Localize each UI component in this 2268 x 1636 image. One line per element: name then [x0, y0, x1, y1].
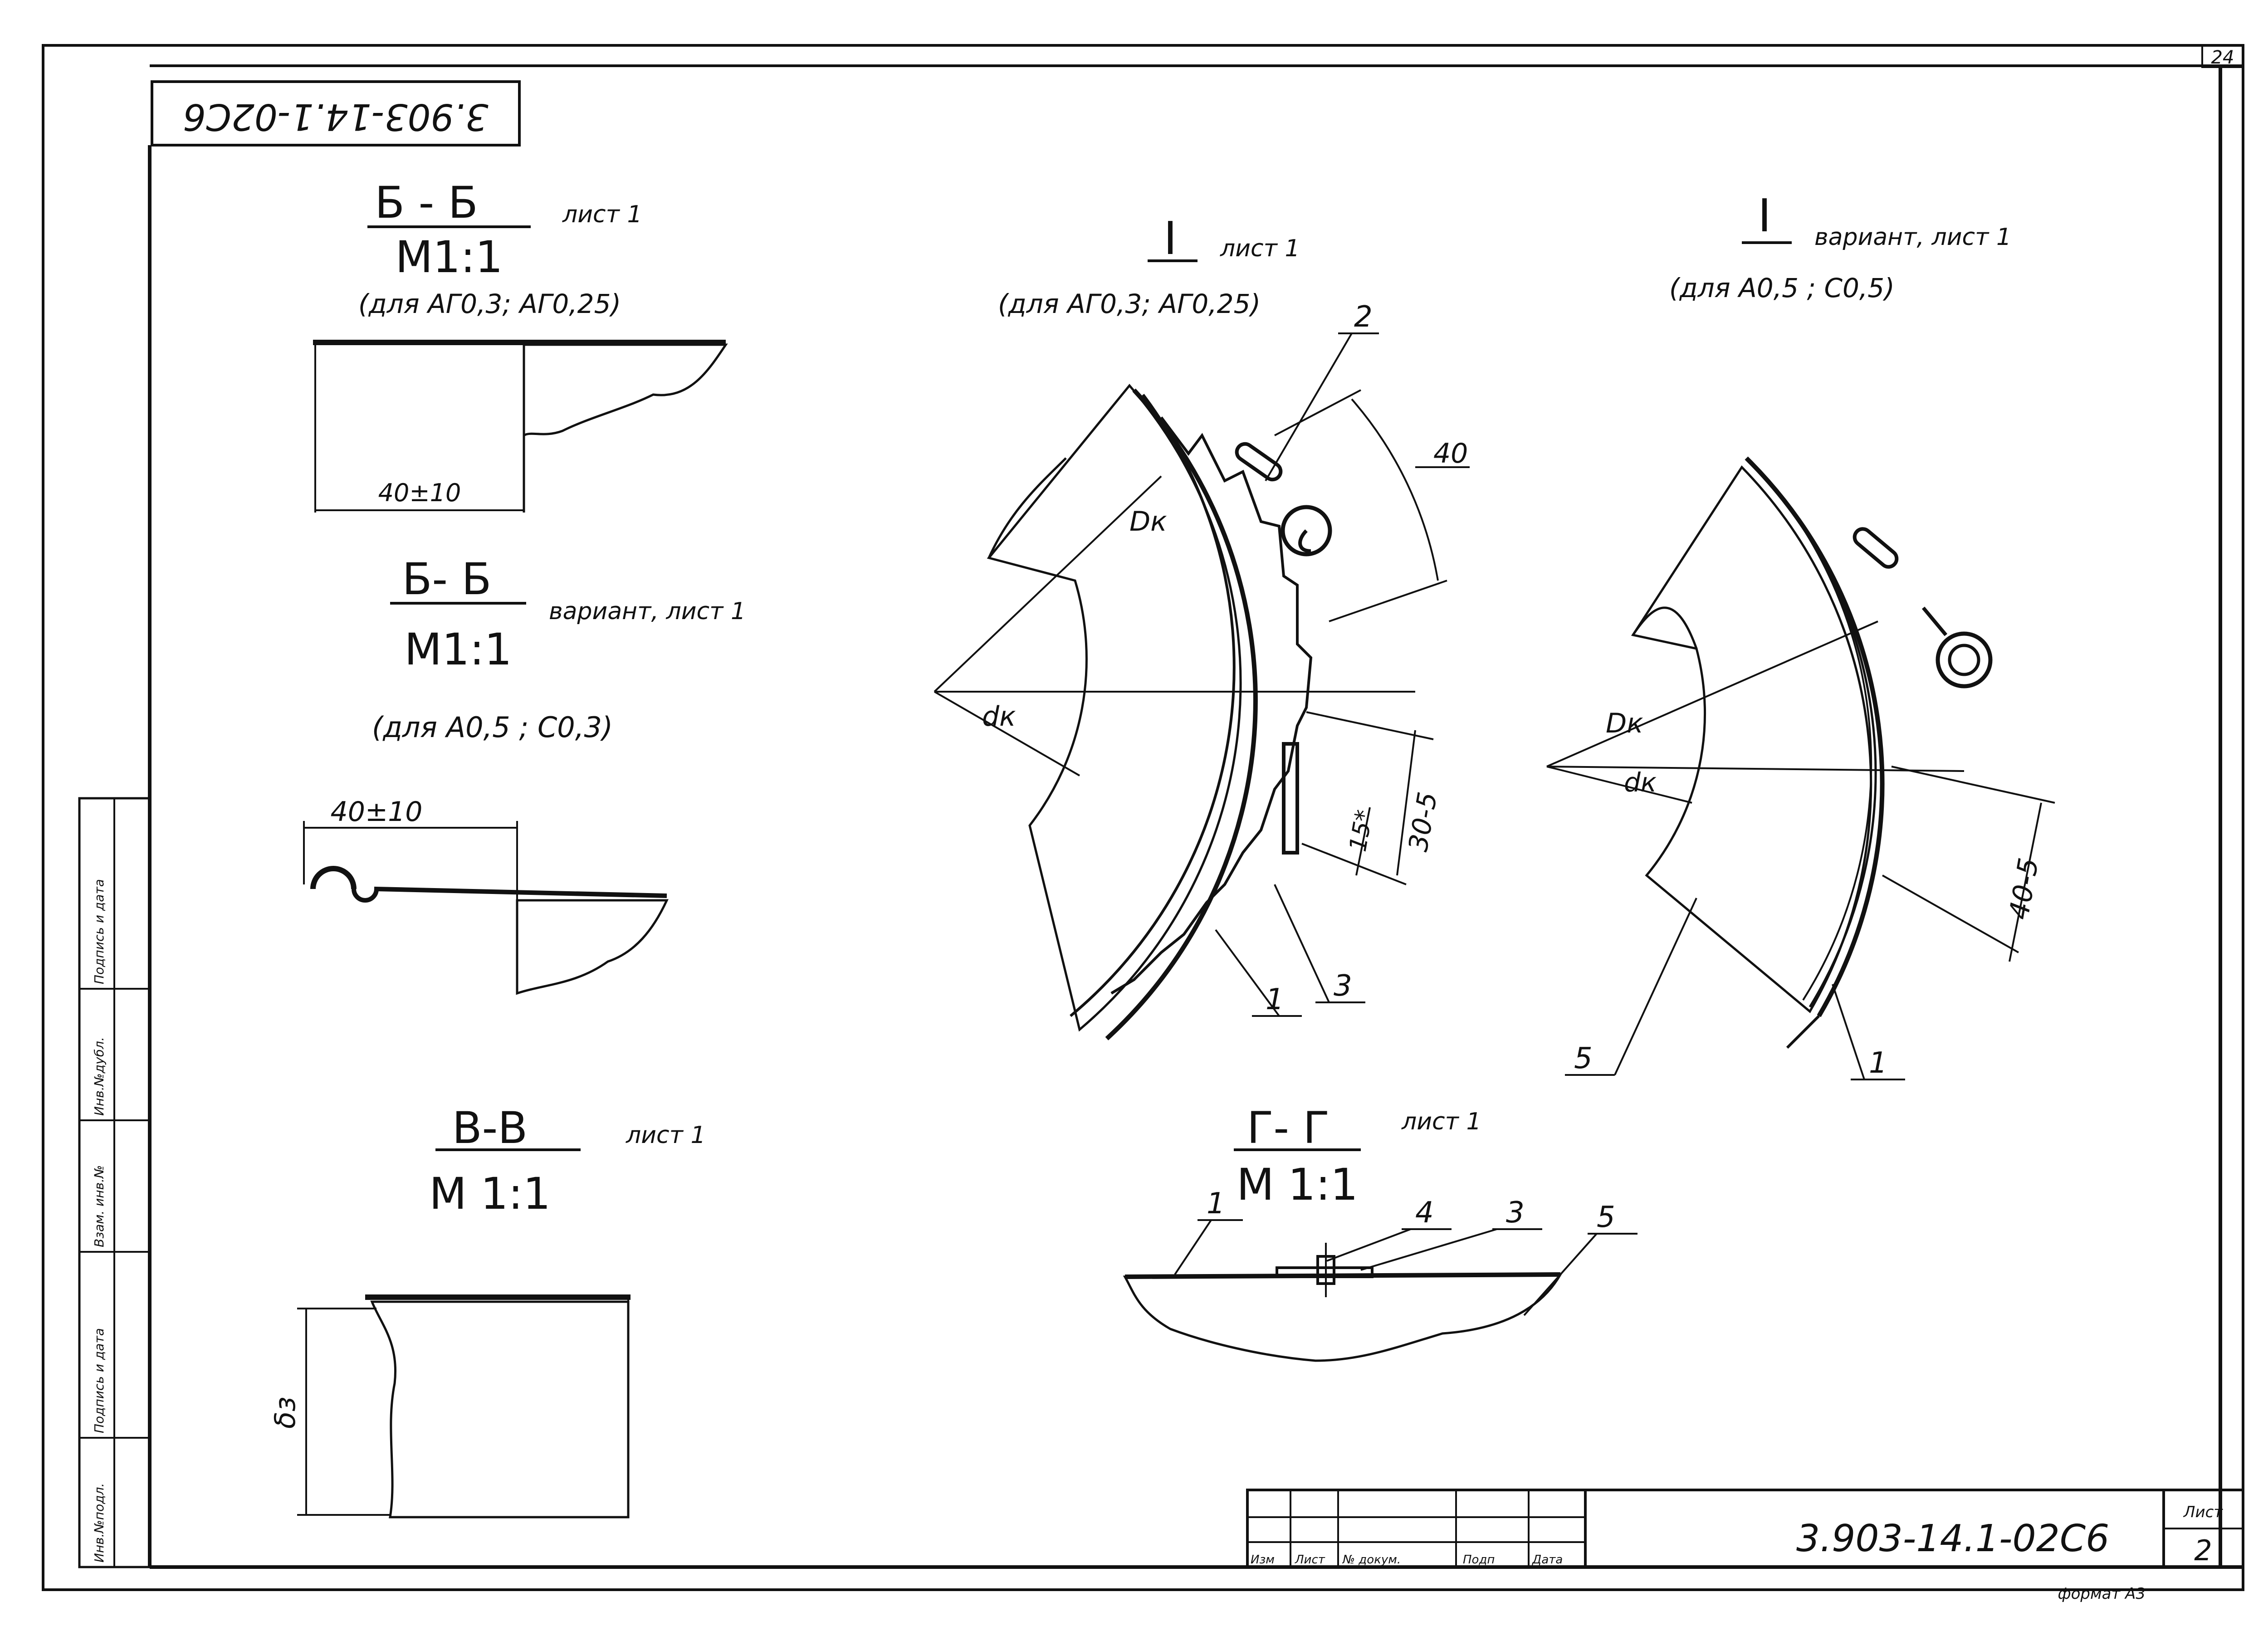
section-bb-2: Б- Б М1:1 вариант, лист 1 (для А0,5 ; С0… [303, 554, 746, 995]
page-number: 24 [2201, 44, 2244, 68]
document-designation: 3.903-14.1-02С6 [1796, 1517, 2109, 1560]
sheet-ref: лист 1 [626, 1122, 706, 1149]
side-stamp-label: Взам. инв.№ [92, 1165, 107, 1247]
format-label: формат А3 [2058, 1585, 2146, 1603]
callout-number: 1 [1869, 1046, 1887, 1080]
section-scale: М1:1 [404, 624, 512, 675]
applicability-note: (для АГ0,3; АГ0,25) [358, 288, 621, 319]
section-title: Г- Г [1247, 1103, 1330, 1153]
outer-diameter-label: Dк [1606, 708, 1643, 739]
column-header: № докум. [1342, 1553, 1401, 1567]
sheet-ref: вариант, лист 1 [1814, 224, 2011, 251]
callout-number: 1 [1266, 983, 1284, 1016]
column-header: Изм [1251, 1553, 1275, 1567]
callout-number: 3 [1334, 969, 1352, 1003]
callout-number: 5 [1597, 1201, 1615, 1234]
designation-stamp: 3.903-14.1-02С6 [151, 80, 521, 147]
dimension-label: 40±10 [378, 479, 461, 507]
dimension-label: 40±10 [331, 796, 423, 828]
inner-diameter-label: dк [1624, 767, 1657, 798]
applicability-note: (для АГ0,3; АГ0,25) [998, 288, 1261, 319]
applicability-note: (для А0,5 ; С0,3) [372, 711, 613, 744]
detail-title: I [1163, 212, 1177, 265]
callout-number: 2 [1354, 300, 1373, 334]
callout-number: 5 [1574, 1042, 1593, 1075]
section-scale: М 1:1 [1237, 1159, 1358, 1210]
sheet-ref: лист 1 [562, 201, 642, 228]
svg-text:24: 24 [2211, 47, 2234, 68]
dimension-label: 40-5 [2003, 855, 2045, 922]
sheet-label: Лист [2183, 1503, 2223, 1521]
inner-diameter-label: dк [982, 701, 1016, 733]
column-header: Лист [1295, 1553, 1325, 1567]
title-block: Изм Лист № докум. Подп Дата 3.903-14.1-0… [1246, 1489, 2244, 1603]
section-bb-1: Б - Б М1:1 лист 1 (для АГ0,3; АГ0,25) 40… [313, 177, 728, 513]
detail-title: I [1758, 189, 1771, 242]
side-stamp-label: Инв.№дубл. [92, 1037, 107, 1116]
side-stamp-label: Подпись и дата [92, 879, 107, 984]
dimension-label: 30-5 [1403, 790, 1443, 854]
dimension-label: 40 [1433, 438, 1468, 469]
dimension-label: δз [269, 1397, 302, 1429]
detail-1-variant: I вариант, лист 1 (для А0,5 ; С0,5) Dк d… [1546, 189, 2055, 1080]
side-stamp-label: Подпись и дата [92, 1328, 107, 1433]
callout-number: 4 [1415, 1196, 1434, 1230]
dimension-label: 15* [1344, 808, 1378, 854]
sheet-ref: лист 1 [1401, 1108, 1481, 1135]
section-scale: М1:1 [395, 232, 503, 283]
section-gg: Г- Г М 1:1 лист 1 1 4 3 5 [1123, 1103, 1637, 1362]
svg-text:3.903-14.1-02С6: 3.903-14.1-02С6 [183, 96, 488, 138]
detail-1: I лист 1 (для АГ0,3; АГ0,25) Dк dк 40 [934, 212, 1470, 1040]
column-header: Подп [1463, 1553, 1495, 1567]
column-header: Дата [1532, 1553, 1563, 1567]
section-scale: М 1:1 [429, 1168, 551, 1219]
section-title: Б - Б [375, 177, 478, 228]
applicability-note: (для А0,5 ; С0,5) [1669, 273, 1895, 303]
sheet-number: 2 [2194, 1534, 2212, 1567]
section-title: В-В [452, 1103, 528, 1153]
section-vv: В-В М 1:1 лист 1 δз [269, 1103, 706, 1519]
sheet-ref: вариант, лист 1 [549, 598, 746, 625]
side-stamp-label: Инв.№подл. [92, 1483, 107, 1563]
callout-number: 1 [1207, 1187, 1225, 1221]
callout-number: 3 [1506, 1196, 1525, 1230]
side-stamp: Инв.№подл. Подпись и дата Взам. инв.№ Ин… [78, 797, 151, 1568]
section-title: Б- Б [402, 554, 492, 605]
sheet-ref: лист 1 [1220, 235, 1300, 262]
outer-diameter-label: Dк [1129, 506, 1167, 537]
